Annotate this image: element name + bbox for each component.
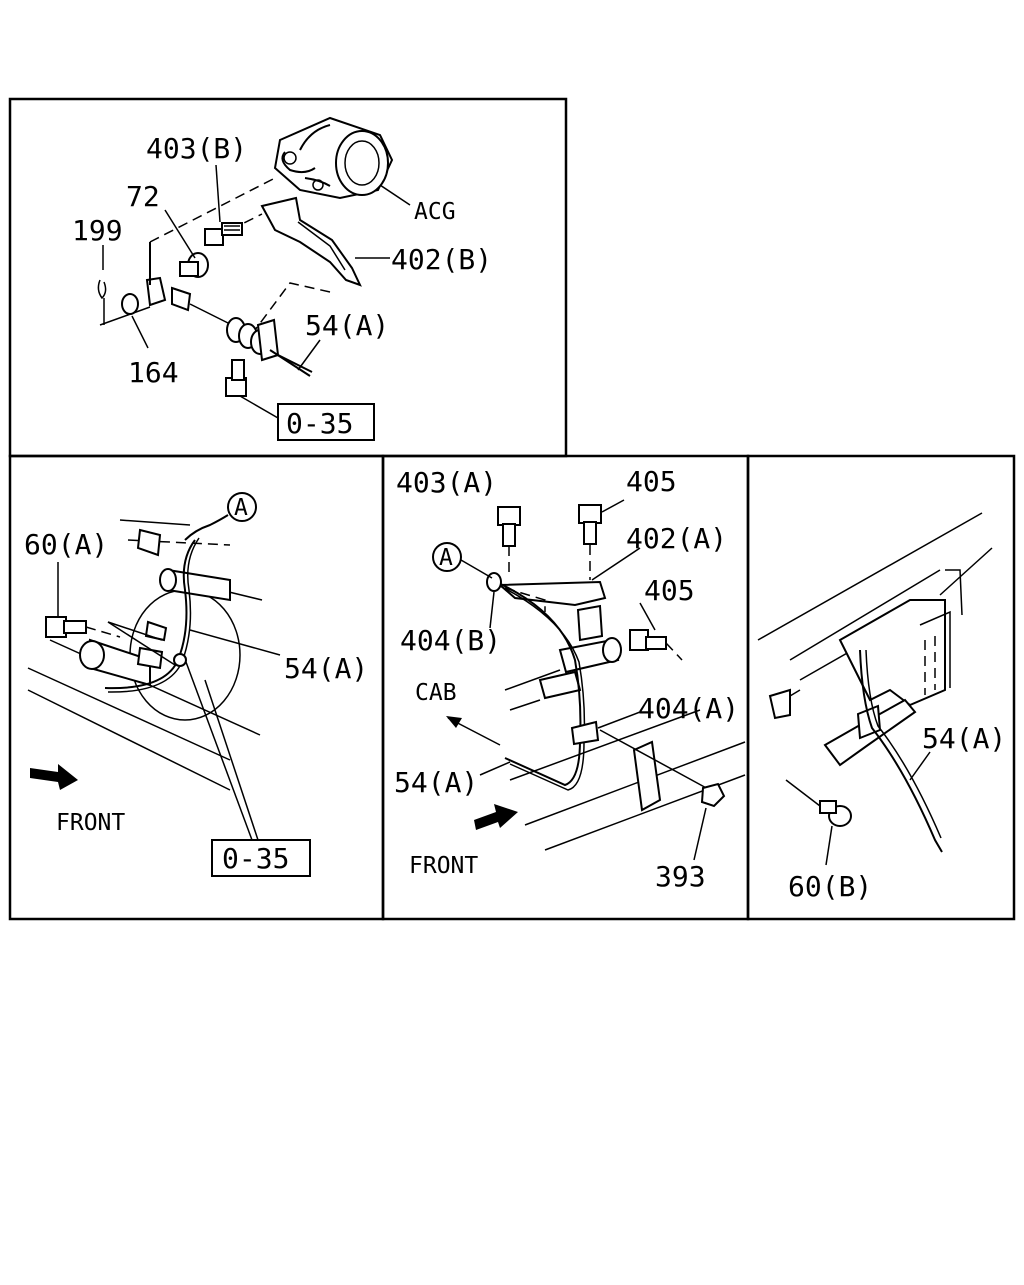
bracket-402a [497,580,607,607]
label-403b: 403(B) [146,132,247,165]
bolt-405-top [578,504,602,580]
label-72: 72 [126,180,160,213]
panel-mid: A 403(A) 405 402(A) 405 404(B) CAB 404(A… [394,465,746,893]
label-405-side: 405 [644,574,695,607]
label-403a: 403(A) [396,466,497,499]
panel-left-frame [8,454,385,921]
cable-end-assembly [145,242,313,377]
front-arrow [30,764,78,790]
crossmember [838,599,946,707]
label-60a: 60(A) [24,528,108,561]
label-402a: 402(A) [626,522,727,555]
bolt-60b [785,779,852,827]
label-402b: 402(B) [391,243,492,276]
label-acg: ACG [414,199,456,225]
label-393: 393 [655,860,706,893]
cable-54a [859,649,943,853]
label-54a: 54(A) [305,309,389,342]
ref-box-0-35 [211,839,311,877]
label-54a: 54(A) [394,766,478,799]
ref-box-0-35 [277,403,375,441]
label-404a: 404(A) [638,692,739,725]
cotter-pin-199 [97,279,107,325]
bolt-403a [497,506,521,578]
label-404b: 404(B) [400,624,501,657]
label-cab: CAB [415,680,457,706]
pin-72 [179,252,209,278]
cable-54a [491,579,582,787]
panel-right-frame [746,454,1016,921]
bolt-403b [204,222,243,246]
label-60b: 60(B) [788,870,872,903]
label-front: FRONT [409,853,478,879]
washer-164 [121,293,139,315]
nut-393 [700,782,726,808]
label-ref-0-35: 0-35 [286,407,353,440]
bolt-lower [225,359,247,397]
panel-left: A 60(A) 54(A) FRONT 0-35 [24,492,368,877]
label-54a: 54(A) [284,652,368,685]
cable-54a [104,539,196,690]
circle-a-label: A [234,495,248,521]
circle-a-label: A [439,545,453,571]
bolt-405-side [629,629,683,661]
label-199: 199 [72,214,123,247]
label-ref-0-35: 0-35 [222,842,289,875]
panel-top: 403(B) 72 199 ACG 402(B) 54(A) 164 0-35 [72,116,492,441]
label-164: 164 [128,356,179,389]
panel-right: 54(A) 60(B) [757,512,1006,903]
label-54a: 54(A) [922,722,1006,755]
bolt-60a [45,616,121,638]
alternator-drawing [273,116,394,200]
bracket-402b [260,196,362,287]
label-405-top: 405 [626,465,677,498]
label-front: FRONT [56,810,125,836]
front-arrow [474,804,518,830]
